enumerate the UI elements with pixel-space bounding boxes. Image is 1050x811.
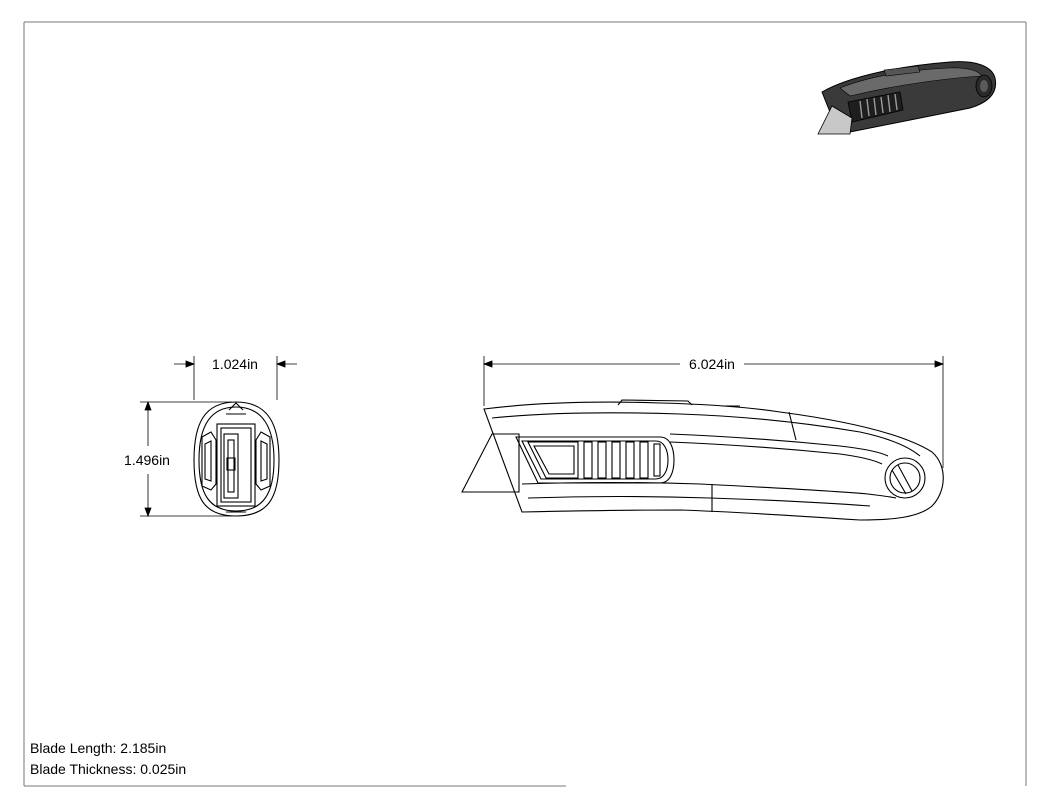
length-dimension <box>482 356 945 468</box>
width-dimension <box>174 356 297 400</box>
length-dimension-label: 6.024in <box>689 356 735 372</box>
drawing-frame <box>23 21 1027 787</box>
side-view <box>461 399 944 521</box>
isometric-view <box>817 61 997 135</box>
height-dimension <box>140 400 232 518</box>
blade-length-note: Blade Length: 2.185in <box>30 740 167 756</box>
end-view <box>193 401 280 517</box>
blade-thickness-note: Blade Thickness: 0.025in <box>30 761 187 777</box>
height-dimension-label: 1.496in <box>124 452 170 468</box>
width-dimension-label: 1.024in <box>212 356 258 372</box>
